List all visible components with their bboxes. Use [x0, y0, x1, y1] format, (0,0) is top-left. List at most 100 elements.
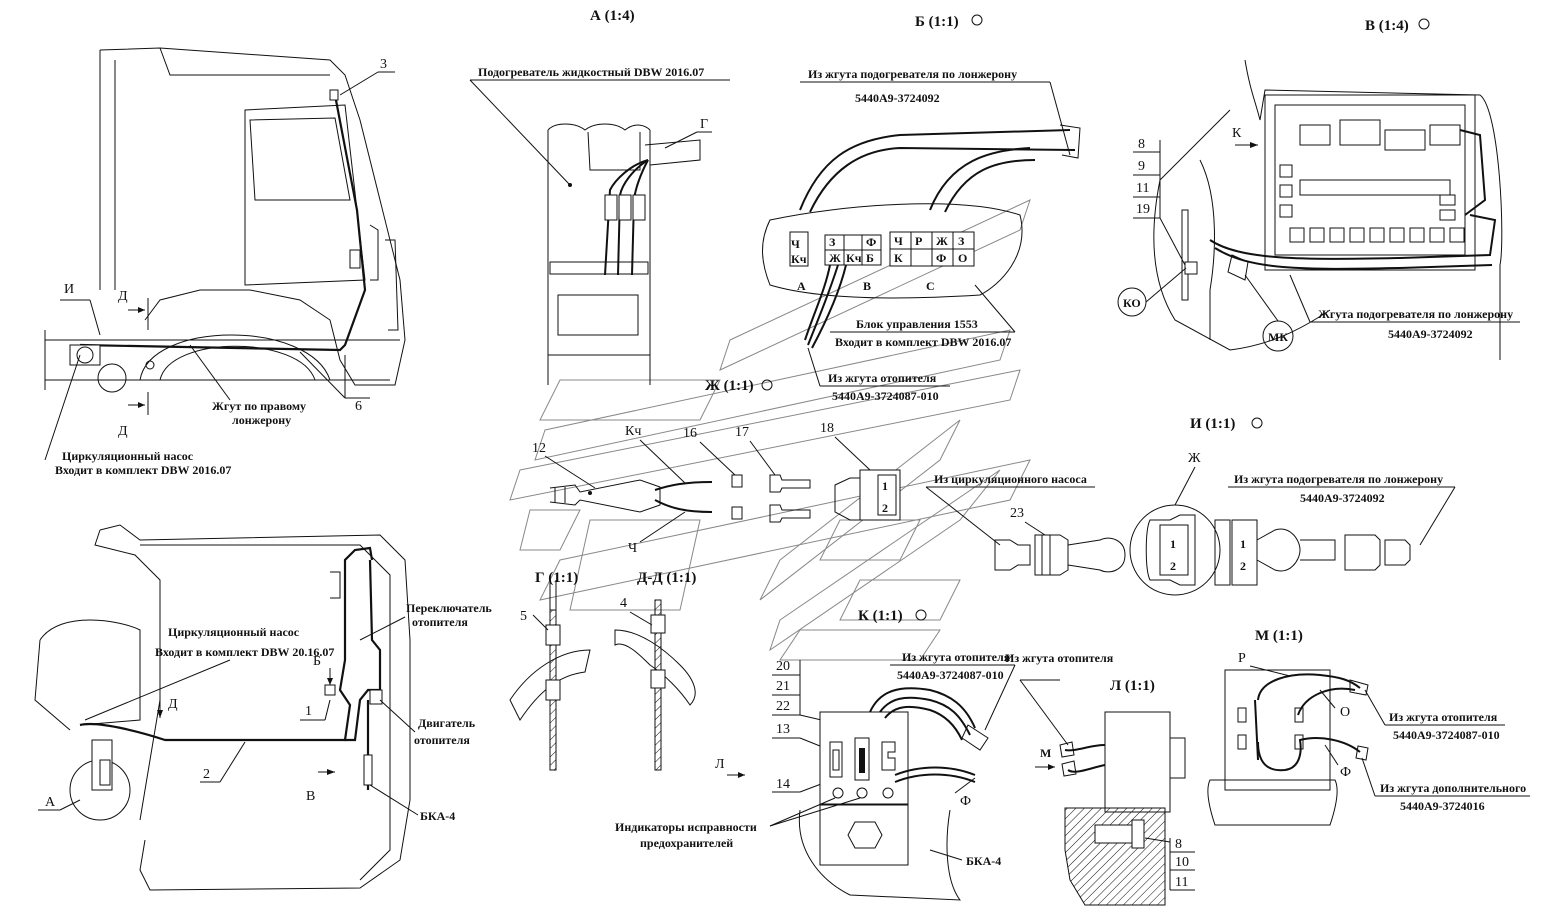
callout-17: 17: [735, 425, 749, 440]
label-fuse-indicators-1: Индикаторы исправности: [615, 820, 757, 834]
label-harness-m: 5440А9-3724087-010: [1393, 728, 1500, 742]
callout-11: 11: [1136, 181, 1149, 196]
callout-13: 13: [776, 722, 790, 737]
pin-s-3: Ж: [936, 234, 948, 248]
label-harness-m2: 5440А9-3724016: [1400, 799, 1485, 813]
letter-k: К: [1232, 126, 1242, 141]
callout-20: 20: [776, 659, 790, 674]
connector-s-label: С: [926, 279, 935, 293]
view-v-title: В (1:4): [1365, 18, 1409, 34]
letter-zh: Ж: [1188, 451, 1201, 466]
label-control-unit: Блок управления 1553: [856, 317, 978, 331]
callout-19: 19: [1136, 202, 1150, 217]
label-from-heater-m: Из жгута отопителя: [1389, 710, 1498, 724]
label-circ-pump: Циркуляционный насос: [62, 449, 194, 463]
label-from-heater-b: Из жгута отопителя: [828, 371, 937, 385]
letter-a: А: [45, 795, 56, 810]
badge-mk: МК: [1268, 330, 1288, 344]
view-zh-marker-icon: [761, 379, 773, 391]
label-harness-heater-v: Жгута подогревателя по лонжерону: [1318, 307, 1513, 321]
label-switch-1: Переключатель: [406, 601, 492, 615]
callout-3: 3: [380, 57, 387, 72]
pin-a-2: Кч: [791, 252, 807, 266]
pin-s-7: О: [958, 251, 967, 265]
letter-r: Р: [1238, 651, 1246, 666]
callout-9: 9: [1138, 159, 1145, 174]
callout-14: 14: [776, 777, 790, 792]
callout-8: 8: [1138, 137, 1145, 152]
control-unit-1553: [762, 124, 1081, 349]
plug-pin-2c: 2: [1240, 559, 1246, 573]
connector-v-label: В: [863, 279, 871, 293]
label-from-circ-pump: Из циркуляционного насоса: [934, 472, 1087, 486]
section-g: [509, 580, 591, 771]
fuse-block-k: [798, 687, 989, 901]
view-dd-title: Д-Д (1:1): [637, 570, 696, 586]
plug-pin-2: 2: [882, 501, 888, 515]
callout-10: 10: [1175, 855, 1189, 870]
view-m-title: М (1:1): [1255, 628, 1303, 644]
switch-view-l: [1059, 711, 1186, 906]
letter-d-3: Д: [168, 697, 178, 712]
label-harness-5440-087-b: 5440А9-3724087-010: [832, 389, 939, 403]
callout-22: 22: [776, 699, 790, 714]
callout-23: 23: [1010, 506, 1024, 521]
plug-pin-1b: 1: [1170, 537, 1176, 551]
label-included-dbw-2: Входит в комплект DBW 20.16.07: [155, 645, 334, 659]
view-b-marker-icon: [971, 14, 983, 26]
label-bka4: БКА-4: [420, 809, 455, 823]
label-included-dbw-b: Входит в комплект DBW 2016.07: [835, 335, 1011, 349]
label-heater-liquid: Подогреватель жидкостный DBW 2016.07: [478, 65, 704, 79]
letter-b: Б: [313, 654, 321, 669]
label-fuse-indicators-2: предохранителей: [640, 836, 733, 850]
label-harness-k: 5440А9-3724087-010: [897, 668, 1004, 682]
label-from-heater-longeron: Из жгута подогревателя по лонжерону: [808, 67, 1017, 81]
label-circ-pump-2: Циркуляционный насос: [168, 625, 300, 639]
callout-8b: 8: [1175, 837, 1182, 852]
badge-ko: КО: [1123, 296, 1141, 310]
label-from-heater-l-top: Из жгута отопителя: [1005, 651, 1114, 665]
letter-l: Л: [715, 757, 725, 772]
view-zh-title: Ж (1:1): [705, 378, 754, 394]
electrical-box-view: [1117, 59, 1503, 360]
cab-side-view: [44, 47, 406, 415]
heater-unit: [547, 123, 701, 385]
label-harness-5440-v: 5440А9-3724092: [1388, 327, 1473, 341]
label-included-dbw: Входит в комплект DBW 2016.07: [55, 463, 231, 477]
view-b-title: Б (1:1): [915, 14, 959, 30]
label-bka4-b: БКА-4: [966, 854, 1001, 868]
callout-5: 5: [520, 609, 527, 624]
pin-s-5: К: [894, 251, 903, 265]
label-engine-2: отопителя: [414, 733, 470, 747]
switch-view-m: [1207, 669, 1369, 826]
callout-18: 18: [820, 421, 834, 436]
label-harness-right-1: Жгут по правому: [212, 399, 306, 413]
pin-s-2: Р: [915, 234, 922, 248]
callout-16: 16: [683, 426, 697, 441]
letter-f: Ф: [960, 794, 971, 809]
view-k-marker-icon: [915, 609, 927, 621]
view-v-marker-icon: [1418, 18, 1430, 30]
view-k-title: К (1:1): [858, 608, 903, 624]
letter-f2: Ф: [1340, 765, 1351, 780]
view-l-title: Л (1:1): [1110, 678, 1155, 694]
circuit-board: [1279, 119, 1461, 221]
label-from-additional-m: Из жгута дополнительного: [1380, 781, 1526, 795]
pin-v-1: З: [829, 235, 835, 249]
letter-d-2: Д: [118, 424, 128, 439]
pin-v-4: Ф: [866, 235, 876, 249]
pin-s-4: З: [958, 234, 964, 248]
pin-a-1: Ч: [791, 237, 800, 251]
letter-o: О: [1340, 705, 1350, 720]
letter-ch: Ч: [628, 541, 637, 556]
callout-6: 6: [355, 399, 362, 414]
plug-pin-1: 1: [882, 479, 888, 493]
callout-1: 1: [305, 704, 312, 719]
callout-11b: 11: [1175, 875, 1188, 890]
label-from-heater-longeron-i: Из жгута подогревателя по лонжерону: [1234, 472, 1443, 486]
callout-21: 21: [776, 679, 790, 694]
pin-s-6: Ф: [936, 251, 946, 265]
view-i-marker-icon: [1251, 417, 1263, 429]
letter-g: Г: [700, 117, 708, 132]
label-harness-5440-i: 5440А9-3724092: [1300, 491, 1385, 505]
